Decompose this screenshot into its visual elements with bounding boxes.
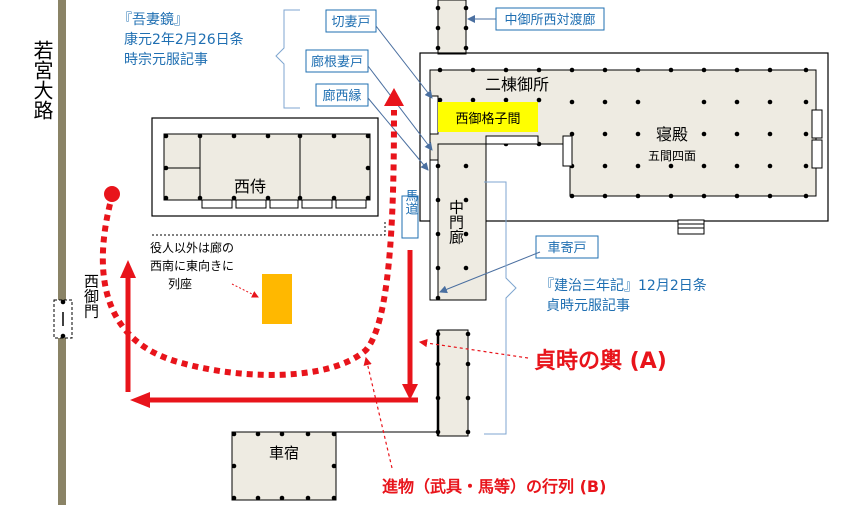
callout-kirizuma-box bbox=[325, 9, 377, 33]
callout-nakagosho: 中御所西対渡廊 bbox=[504, 12, 595, 28]
azumakagami-line2: 康元2年2月26日条 bbox=[124, 31, 244, 48]
callout-leaders bbox=[367, 15, 541, 294]
nishi-gomon-label: 西御門 bbox=[82, 274, 100, 320]
shinden-sub-label: 五間四面 bbox=[648, 149, 696, 163]
nishi-samurai-label: 西侍 bbox=[234, 177, 266, 196]
route-b-west-arrowhead bbox=[130, 392, 150, 408]
azumakagami-line3: 時宗元服記事 bbox=[124, 51, 208, 68]
bamichi-label: 馬道 bbox=[403, 189, 419, 215]
shinden-pillars bbox=[437, 67, 809, 199]
yakunin-pointer bbox=[231, 283, 259, 298]
callout-kuruma-yose: 車寄戸 bbox=[547, 240, 586, 256]
nishi-samurai-outline bbox=[151, 117, 379, 217]
callout-rou-nezumado-box bbox=[305, 49, 369, 73]
route-a-path bbox=[99, 109, 397, 378]
bamichi-box bbox=[401, 195, 419, 239]
azumakagami-bracket bbox=[275, 9, 300, 109]
nishi-samurai-building bbox=[163, 133, 371, 201]
kenji-line1: 『建治三年記』12月2日条 bbox=[540, 277, 707, 294]
kurumayado-building bbox=[231, 431, 337, 501]
shinden-label: 寝殿 bbox=[656, 125, 688, 144]
nitou-gosho-label: 二棟御所 bbox=[485, 75, 549, 94]
route-b-north-arrowhead bbox=[120, 260, 136, 278]
wakamiya-oji-road bbox=[58, 0, 66, 505]
callout-kuruma-yose-box bbox=[535, 235, 599, 259]
naka-mon-ro-label: 中門廊 bbox=[447, 200, 465, 245]
main-compound-outline bbox=[419, 52, 829, 222]
yakunin-note-label: 役人以外は廊の 西南に東向きに 列座 bbox=[150, 240, 238, 291]
route-a-arrowhead bbox=[384, 88, 404, 106]
sadatoki-koshi-label: 貞時の輿 (A) bbox=[534, 348, 667, 374]
callout-kirizuma: 切妻戸 bbox=[331, 15, 370, 30]
nishi-gomon-gate bbox=[53, 299, 73, 339]
nishi-gokoshi-label: 西御格子間 bbox=[455, 111, 520, 127]
route-a-start-dot bbox=[104, 186, 120, 202]
shinmotsu-gyoretsu-label: 進物（武具・馬等）の行列 (B) bbox=[382, 477, 606, 496]
annotation-b-pointer bbox=[363, 356, 393, 469]
callout-rou-nishien: 廊西縁 bbox=[322, 88, 361, 104]
shinden-steps bbox=[677, 219, 705, 235]
yakunin-seat-block bbox=[262, 274, 292, 324]
north-corridor bbox=[437, 0, 467, 55]
wakamiya-oji-label: 若宮大路 bbox=[30, 40, 54, 120]
kenji-line2: 貞時元服記事 bbox=[546, 297, 630, 314]
nishi-gokoshi-highlight bbox=[438, 102, 538, 132]
route-b-down-arrowhead bbox=[402, 384, 418, 400]
kenji-bracket bbox=[484, 181, 517, 435]
kurumayado-label: 車宿 bbox=[269, 444, 299, 462]
callout-rou-nezumado: 廊根妻戸 bbox=[311, 54, 363, 70]
azumakagami-title: 『吾妻鏡』 bbox=[118, 12, 188, 28]
callout-rou-nishien-box bbox=[315, 83, 369, 107]
annotation-a-pointer bbox=[418, 338, 529, 359]
